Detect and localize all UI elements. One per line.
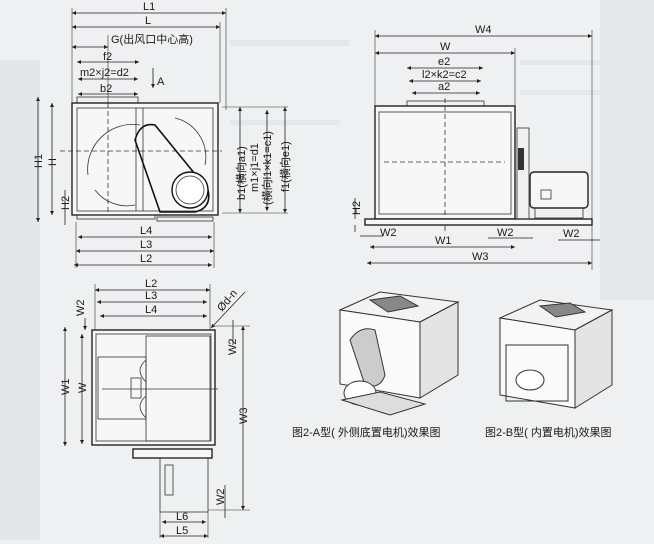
dim-W: W xyxy=(440,41,451,53)
view-arrow-A: A xyxy=(157,76,165,88)
dim-W2-top-left: W2 xyxy=(75,300,87,317)
caption-type-b: 图2-B型( 内置电机)效果图 xyxy=(485,425,612,439)
dim-e2: e2 xyxy=(438,56,450,68)
dim-d1: m1×j1=d1 xyxy=(249,143,261,192)
dim-L3-top: L3 xyxy=(145,290,157,302)
caption-type-a: 图2-A型( 外侧底置电机)效果图 xyxy=(292,425,441,439)
dim-W1-side: W1 xyxy=(435,235,452,247)
dim-L3: L3 xyxy=(140,239,152,251)
dim-b2: b2 xyxy=(100,83,112,95)
render-type-a xyxy=(338,291,460,416)
dim-H2-side: H2 xyxy=(351,201,363,215)
top-view: L2 L3 L4 Ød-n W2 W1 W W2 W3 W2 L6 xyxy=(60,278,250,538)
dim-L1: L1 xyxy=(143,1,155,13)
dim-L4-top: L4 xyxy=(145,304,157,316)
dim-H2: H2 xyxy=(60,196,72,210)
dim-L2-top: L2 xyxy=(145,278,157,290)
dim-H1: H1 xyxy=(33,154,45,168)
base-frame xyxy=(364,218,593,226)
motor-housing xyxy=(171,171,209,209)
dim-c1: (横向l1×k1=c1) xyxy=(260,131,274,205)
dim-L: L xyxy=(145,15,151,27)
dim-W3-top: W3 xyxy=(238,408,250,425)
dim-a2: a2 xyxy=(438,81,450,93)
dim-f1: f1(横向e1) xyxy=(278,141,292,192)
dim-W1-top: W1 xyxy=(60,379,72,396)
dim-c2: l2×k2=c2 xyxy=(422,69,467,81)
dim-f2: f2 xyxy=(103,51,112,63)
dim-b1: b1(横向a1) xyxy=(234,146,248,200)
dim-W2-left: W2 xyxy=(380,227,397,239)
dim-W-top: W xyxy=(77,382,89,393)
render-type-b xyxy=(498,299,614,409)
dim-L2: L2 xyxy=(140,253,152,265)
dim-W2-bottom: W2 xyxy=(215,489,227,506)
dim-G: G(出风口中心高) xyxy=(111,32,193,46)
dim-L4: L4 xyxy=(140,225,152,237)
front-view: L1 L G(出风口中心高) f2 m2×j2=d2 b2 A H1 H xyxy=(33,1,292,268)
dim-W4: W4 xyxy=(475,24,492,36)
dim-L6: L6 xyxy=(176,511,188,523)
dim-L5: L5 xyxy=(176,525,188,537)
external-motor xyxy=(529,171,589,209)
dim-W2-mid: W2 xyxy=(497,227,514,239)
dim-H: H xyxy=(47,158,59,166)
dim-W2-right: W2 xyxy=(563,228,580,240)
side-view: W4 W e2 l2×k2=c2 a2 H2 W2 W1 W2 W2 W3 xyxy=(351,24,600,270)
dim-d2: m2×j2=d2 xyxy=(80,67,129,79)
dim-W3-side: W3 xyxy=(472,251,489,263)
dim-W2-top-right: W2 xyxy=(227,339,239,356)
